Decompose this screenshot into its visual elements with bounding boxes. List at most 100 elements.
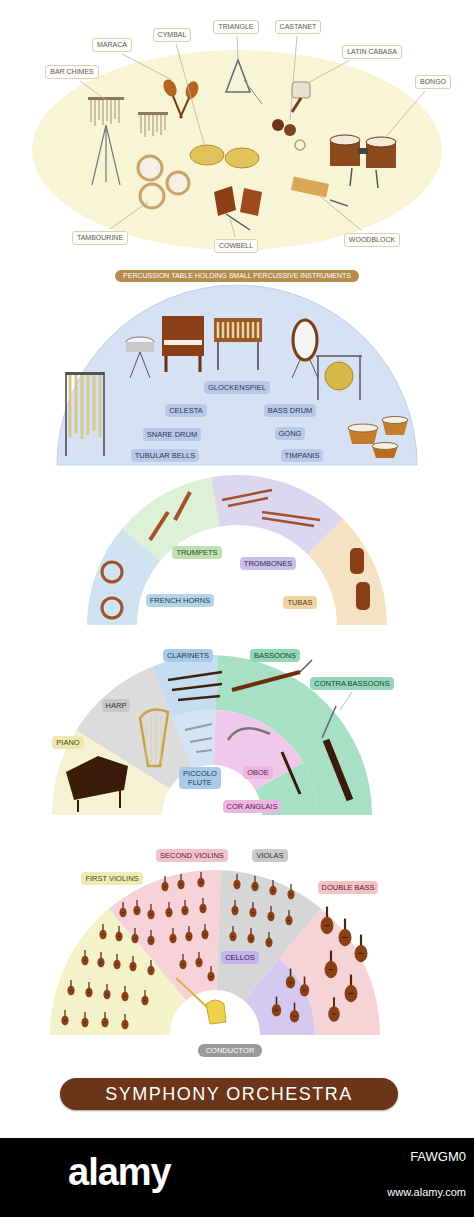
instrument-label: BONGO <box>420 78 446 86</box>
instrument-callout: BAR CHIMES <box>45 65 99 79</box>
glockenspiel-figure <box>214 318 262 370</box>
instrument-callout: TUBULAR BELLS <box>131 449 199 462</box>
instrument-callout: COWBELL <box>214 239 258 253</box>
instrument-label: TRUMPETS <box>176 548 217 557</box>
cymbal-figure <box>190 145 259 168</box>
section-banner: PERCUSSION TABLE HOLDING SMALL PERCUSSIV… <box>115 270 359 282</box>
instrument-callout: CELLOS <box>221 951 259 964</box>
instrument-callout: BASS DRUM <box>264 404 317 417</box>
instrument-callout: PICCOLO FLUTE <box>179 767 221 789</box>
clarinet-figure <box>168 672 222 700</box>
bongo-figure <box>330 135 396 188</box>
instrument-callout: WOODBLOCK <box>344 233 400 247</box>
instrument-label: TROMBONES <box>244 559 292 568</box>
instrument-callout: TUBAS <box>283 596 316 609</box>
instrument-label: PERCUSSION TABLE HOLDING SMALL PERCUSSIV… <box>123 272 351 280</box>
instrument-label: BASSOONS <box>254 651 296 660</box>
instrument-label: GONG <box>279 429 302 438</box>
instrument-callout: SECOND VIOLINS <box>156 849 228 862</box>
instrument-callout: OBOE <box>243 766 273 779</box>
tuba-figure <box>350 548 370 610</box>
instrument-callout: TROMBONES <box>240 557 296 570</box>
tubular-bells-figure <box>66 372 104 456</box>
instrument-callout: SNARE DRUM <box>143 428 201 441</box>
instrument-callout: TIMPANIS <box>281 449 324 462</box>
instrument-callout: TRUMPETS <box>172 546 221 559</box>
tuba-band <box>308 519 387 625</box>
instrument-label: GLOCKENSPIEL <box>208 383 266 392</box>
title-banner: SYMPHONY ORCHESTRA <box>60 1078 398 1110</box>
triangle-figure <box>226 60 250 92</box>
instrument-callout: CYMBAL <box>153 28 192 42</box>
instrument-label: TIMPANIS <box>285 451 320 460</box>
second-violin-band <box>109 870 221 1000</box>
instrument-label: CELLOS <box>225 953 255 962</box>
cello-figures <box>272 969 309 1023</box>
french-horn-figure <box>102 562 122 618</box>
piano-figure <box>66 756 128 812</box>
instrument-label: COWBELL <box>219 242 253 250</box>
instrument-callout: DOUBLE BASS <box>318 881 379 894</box>
oboe-figure <box>228 728 300 794</box>
diagram-title: SYMPHONY ORCHESTRA <box>105 1084 353 1105</box>
instrument-label: TUBULAR BELLS <box>135 451 195 460</box>
instrument-label: CONTRA BASSOONS <box>314 679 389 688</box>
string-section <box>50 870 380 1035</box>
instrument-callout: FIRST VIOLINS <box>81 872 142 885</box>
snare-drum-figure <box>126 337 154 378</box>
timpani-figure <box>348 417 408 459</box>
percussion-section <box>57 285 417 465</box>
instrument-callout: FRENCH HORNS <box>146 594 214 607</box>
instrument-label: FIRST VIOLINS <box>85 874 138 883</box>
instrument-callout: VIOLAS <box>252 849 287 862</box>
instrument-callout: TAMBOURINE <box>72 231 128 245</box>
instrument-callout: TRIANGLE <box>213 20 258 34</box>
instrument-label: WOODBLOCK <box>349 236 395 244</box>
leader-lines <box>340 692 352 710</box>
instrument-label: VIOLAS <box>256 851 283 860</box>
watermark-text: www.alamy.com <box>387 1186 466 1198</box>
instrument-label: MARACA <box>97 41 127 49</box>
cabasa-figure <box>292 82 310 112</box>
cowbell-figure <box>214 186 262 230</box>
instrument-label: CELESTA <box>169 406 203 415</box>
section-banner: CONDUCTOR <box>198 1044 263 1057</box>
instrument-label: CYMBAL <box>158 31 187 39</box>
instrument-label: TRIANGLE <box>218 23 253 31</box>
brass-section <box>87 475 387 625</box>
instrument-label: CASTANET <box>280 23 317 31</box>
trumpet-figure <box>150 492 190 540</box>
instrument-label: COR ANGLAIS <box>227 802 278 811</box>
celesta-figure <box>162 316 204 372</box>
instrument-label: TUBAS <box>287 598 312 607</box>
percussion-arch <box>57 285 417 465</box>
instrument-label: DOUBLE BASS <box>322 883 375 892</box>
castanet-figure <box>272 119 305 150</box>
cello-band <box>244 958 315 1035</box>
instrument-callout: CASTANET <box>275 20 322 34</box>
instrument-callout: CELESTA <box>165 404 207 417</box>
percussion-table <box>32 50 442 250</box>
instrument-label: SNARE DRUM <box>147 430 197 439</box>
watermark-logo: alamy <box>68 1152 171 1194</box>
trumpet-band <box>122 477 220 560</box>
gong-figure <box>316 356 362 400</box>
instrument-label: BASS DRUM <box>268 406 313 415</box>
bar-chimes-figure <box>88 97 168 185</box>
table-ellipse <box>32 50 442 250</box>
violin-figures <box>61 872 294 1029</box>
instrument-callout: PIANO <box>52 736 83 749</box>
instrument-callout: LATIN CABASA <box>342 45 402 59</box>
instrument-callout: BONGO <box>415 75 451 89</box>
double-bass-figures <box>321 907 368 1022</box>
instrument-callout: BASSOONS <box>250 649 300 662</box>
instrument-label: PICCOLO FLUTE <box>183 769 217 787</box>
instrument-label: PIANO <box>56 738 79 747</box>
instrument-callout: GONG <box>275 427 306 440</box>
instrument-label: BAR CHIMES <box>50 68 94 76</box>
instrument-label: SECOND VIOLINS <box>160 851 224 860</box>
instrument-label: OBOE <box>247 768 269 777</box>
woodblock-figure <box>291 176 329 197</box>
